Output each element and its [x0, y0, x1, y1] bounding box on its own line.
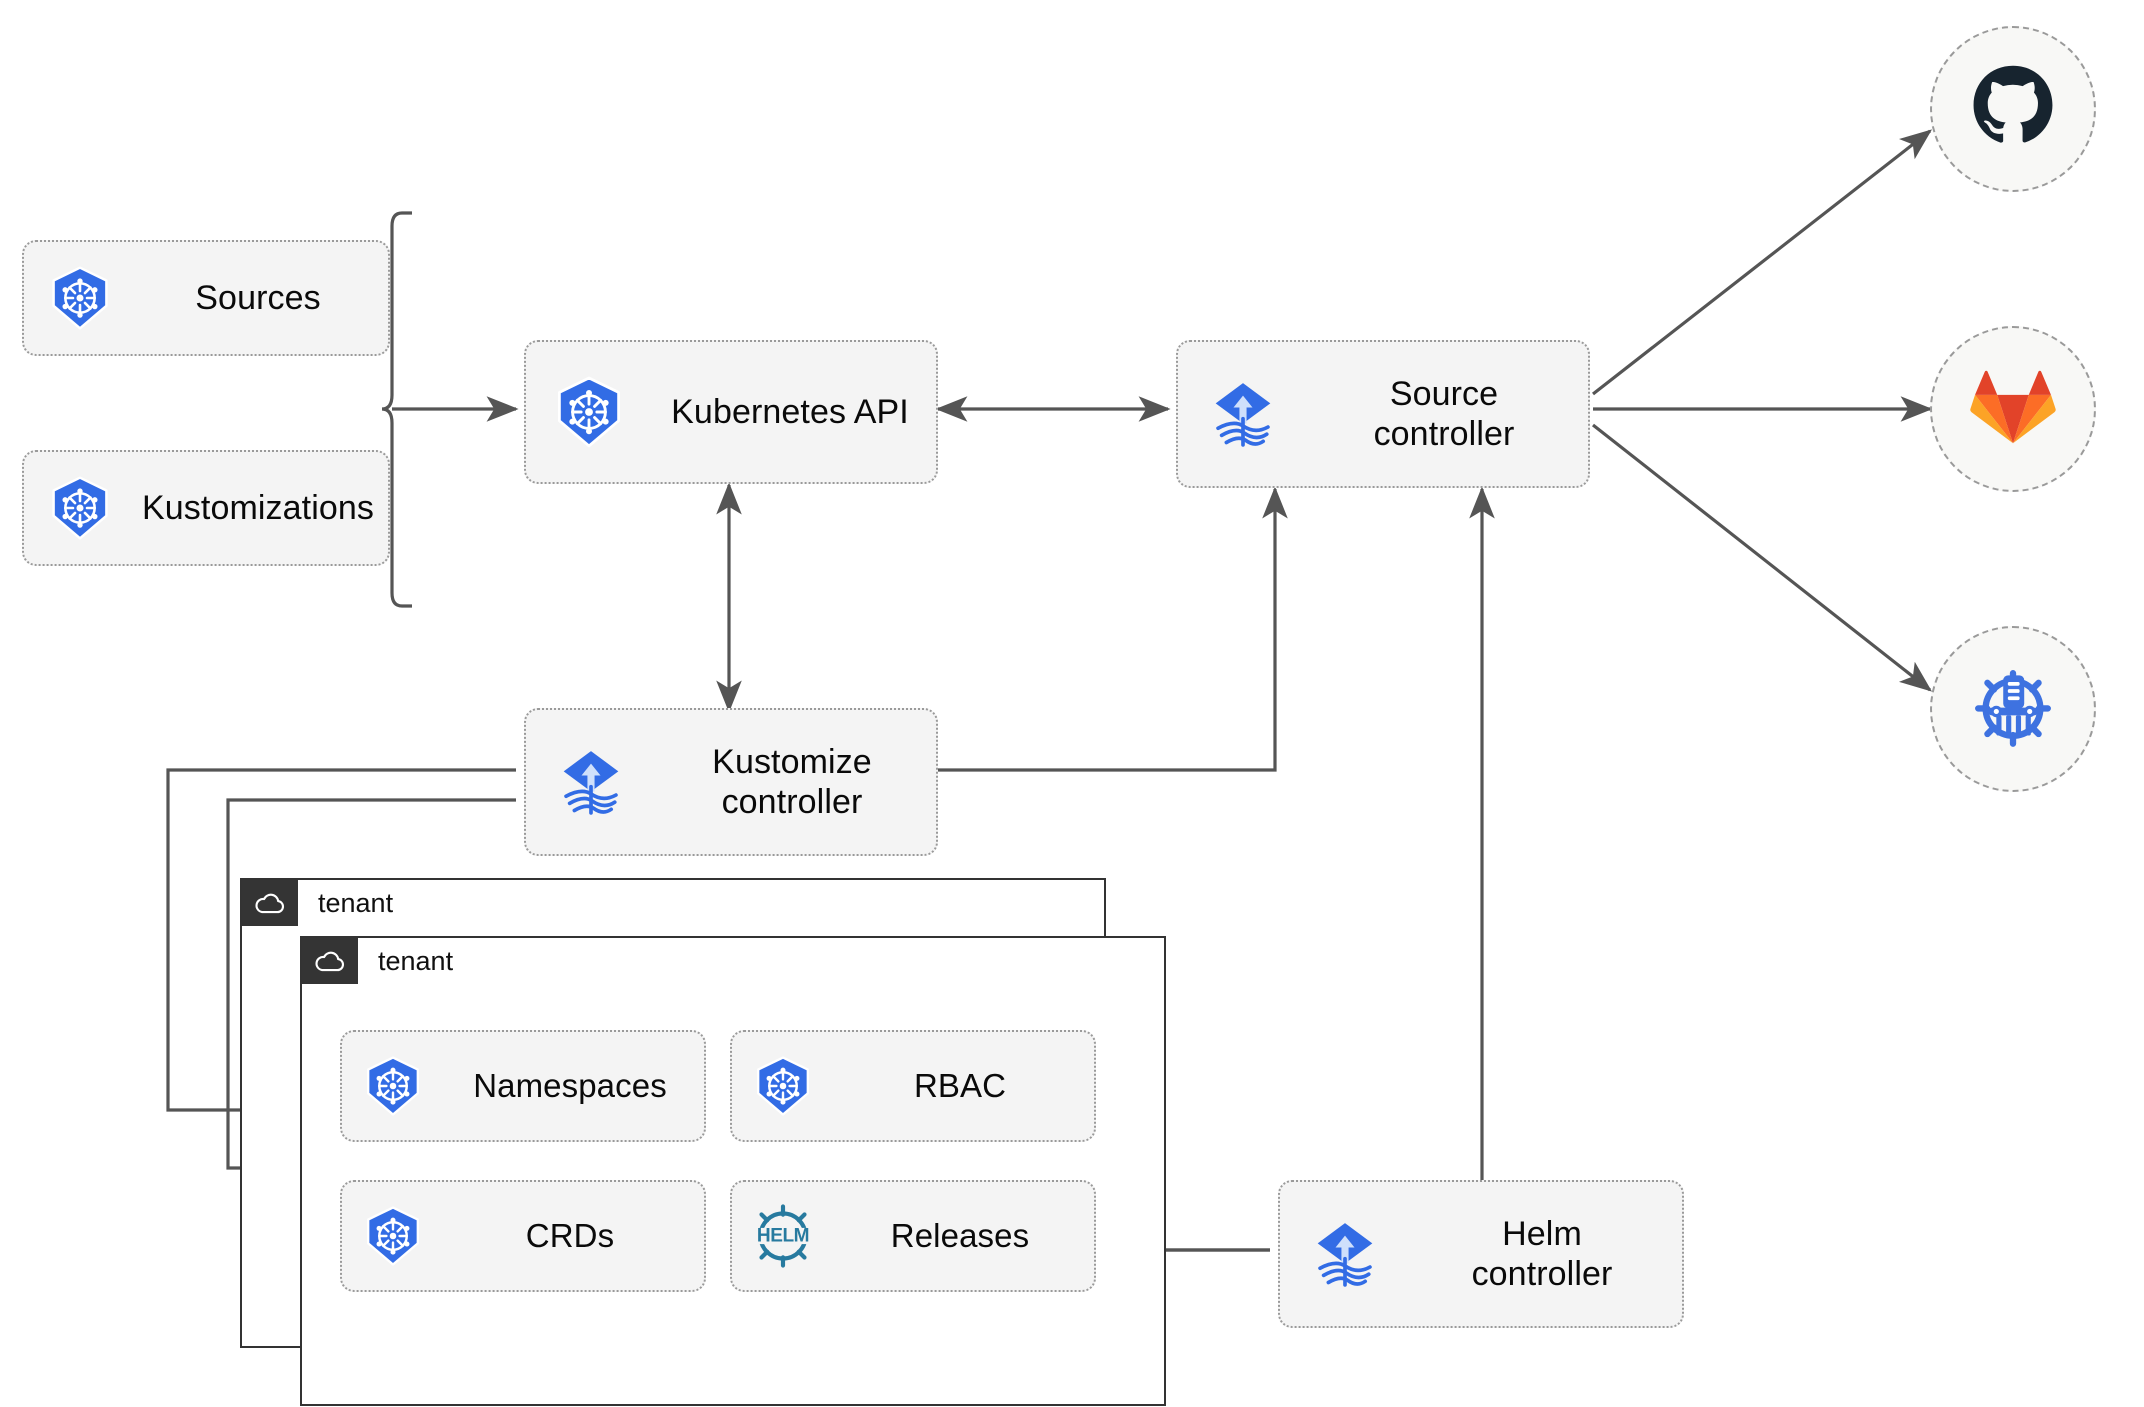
flux-icon [526, 744, 656, 820]
edge-kustomize-to-source-controller [938, 486, 1288, 772]
node-github[interactable] [1930, 26, 2096, 192]
kubernetes-icon [24, 475, 136, 541]
node-kustomize-controller[interactable]: Kustomize controller [524, 708, 938, 856]
node-kustomizations[interactable]: Kustomizations [22, 450, 390, 566]
cloud-icon [302, 938, 358, 984]
cloud-icon [242, 880, 298, 926]
kubernetes-icon [342, 1055, 444, 1117]
edge-source-to-helm-repo [1592, 423, 1933, 692]
node-label: Kustomize controller [712, 742, 872, 821]
node-namespaces[interactable]: Namespaces [340, 1030, 706, 1142]
tenant-label: tenant [378, 945, 454, 976]
node-label: Releases [890, 1216, 1030, 1254]
kubernetes-icon [732, 1055, 834, 1117]
node-label: Helm controller [1471, 1214, 1613, 1293]
node-rbac[interactable]: RBAC [730, 1030, 1096, 1142]
node-label: Source controller [1373, 374, 1515, 453]
svg-text:HELM: HELM [757, 1225, 809, 1246]
node-label: Kustomizations [142, 488, 374, 527]
node-helm-controller[interactable]: Helm controller [1278, 1180, 1684, 1328]
node-kubernetes-api[interactable]: Kubernetes API [524, 340, 938, 484]
node-label: Kubernetes API [671, 392, 909, 431]
edge-source-to-github [1592, 129, 1933, 396]
node-crds[interactable]: CRDs [340, 1180, 706, 1292]
node-gitlab[interactable] [1930, 326, 2096, 492]
flux-icon [1280, 1216, 1410, 1292]
helm-registry-icon [1967, 661, 2059, 758]
helm-icon: HELM [732, 1199, 834, 1273]
node-helm-repository[interactable] [1930, 626, 2096, 792]
flux-icon [1178, 376, 1308, 452]
kubernetes-icon [24, 265, 136, 331]
github-icon [1970, 64, 2056, 155]
tenant-header: tenant [302, 938, 1164, 984]
node-label: Namespaces [473, 1066, 667, 1104]
node-sources[interactable]: Sources [22, 240, 390, 356]
panel-tenant-front[interactable]: tenant [300, 936, 1166, 1406]
tenant-header: tenant [242, 880, 1104, 926]
kubernetes-icon [342, 1205, 444, 1267]
tenant-label: tenant [318, 887, 394, 918]
node-releases[interactable]: HELM Releases [730, 1180, 1096, 1292]
node-label: CRDs [525, 1216, 615, 1254]
kubernetes-icon [526, 375, 652, 449]
node-label: Sources [195, 278, 321, 317]
gitlab-icon [1970, 364, 2056, 455]
node-source-controller[interactable]: Source controller [1176, 340, 1590, 488]
node-label: RBAC [913, 1066, 1007, 1104]
